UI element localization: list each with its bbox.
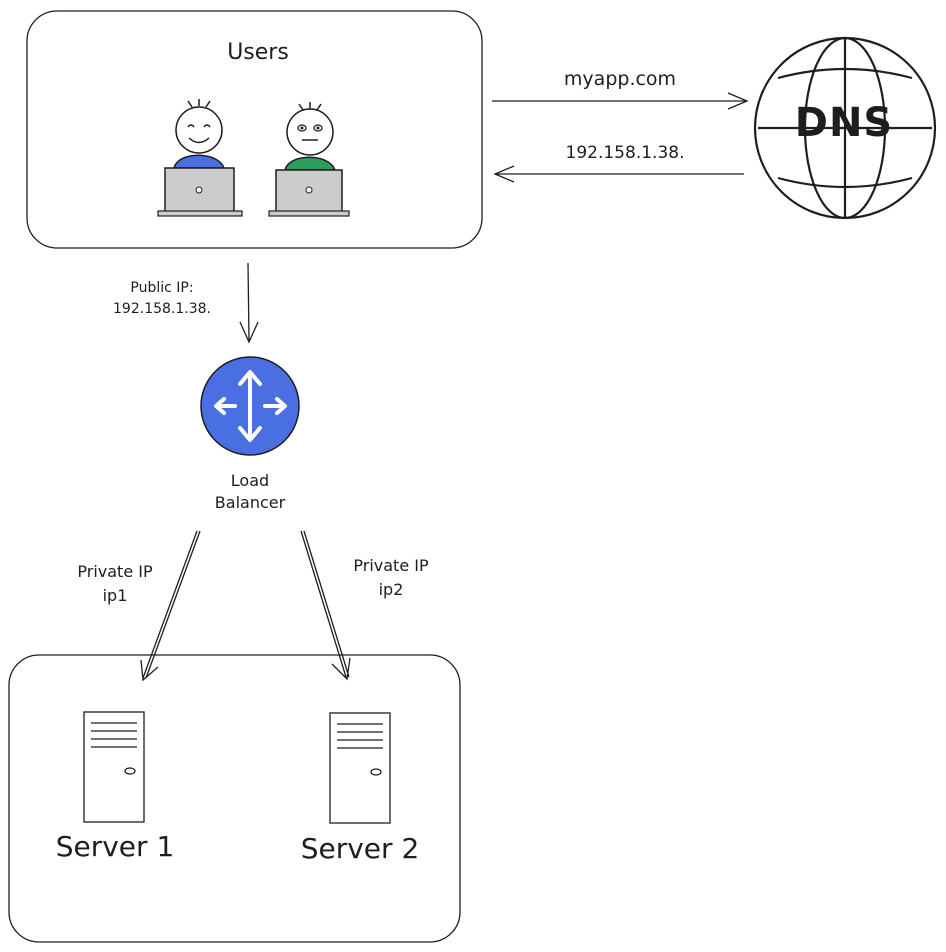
server-1-icon	[83, 711, 145, 823]
load-balancer-label-line-1: Load	[230, 471, 270, 490]
private-ip-2-title: Private IP	[353, 556, 429, 575]
private-ip-1-title: Private IP	[77, 562, 153, 581]
user-1-icon	[157, 99, 243, 217]
dns-label: DNS	[794, 100, 894, 146]
dns-response-arrow	[493, 165, 744, 183]
server-2-label: Server 2	[300, 832, 420, 865]
servers-container	[8, 654, 461, 943]
public-ip-label: Public IP: 192.158.1.38.	[92, 278, 232, 320]
user-2-icon	[268, 102, 350, 217]
load-balancer-label-line-2: Balancer	[214, 493, 286, 512]
private-ip-2-value: ip2	[378, 580, 404, 599]
dns-request-arrow	[492, 92, 749, 110]
private-ip-1-label: Private IP ip1	[50, 560, 180, 608]
load-balancer-label: Load Balancer	[190, 470, 310, 514]
globe-icon	[753, 36, 937, 220]
public-ip-value: 192.158.1.38.	[113, 301, 211, 317]
users-title: Users	[227, 40, 289, 65]
lb-to-server-1-arrow	[140, 530, 201, 682]
private-ip-2-label: Private IP ip2	[326, 554, 456, 602]
dns-request-label: myapp.com	[563, 68, 677, 90]
load-balancer-icon	[200, 356, 300, 456]
private-ip-1-value: ip1	[102, 586, 128, 605]
public-ip-title: Public IP:	[130, 280, 194, 296]
users-container	[26, 10, 483, 249]
public-ip-arrow	[239, 262, 259, 344]
server-2-icon	[329, 712, 391, 824]
server-1-label: Server 1	[55, 830, 175, 863]
dns-response-label: 192.158.1.38.	[565, 143, 685, 163]
lb-to-server-2-arrow	[300, 530, 351, 681]
